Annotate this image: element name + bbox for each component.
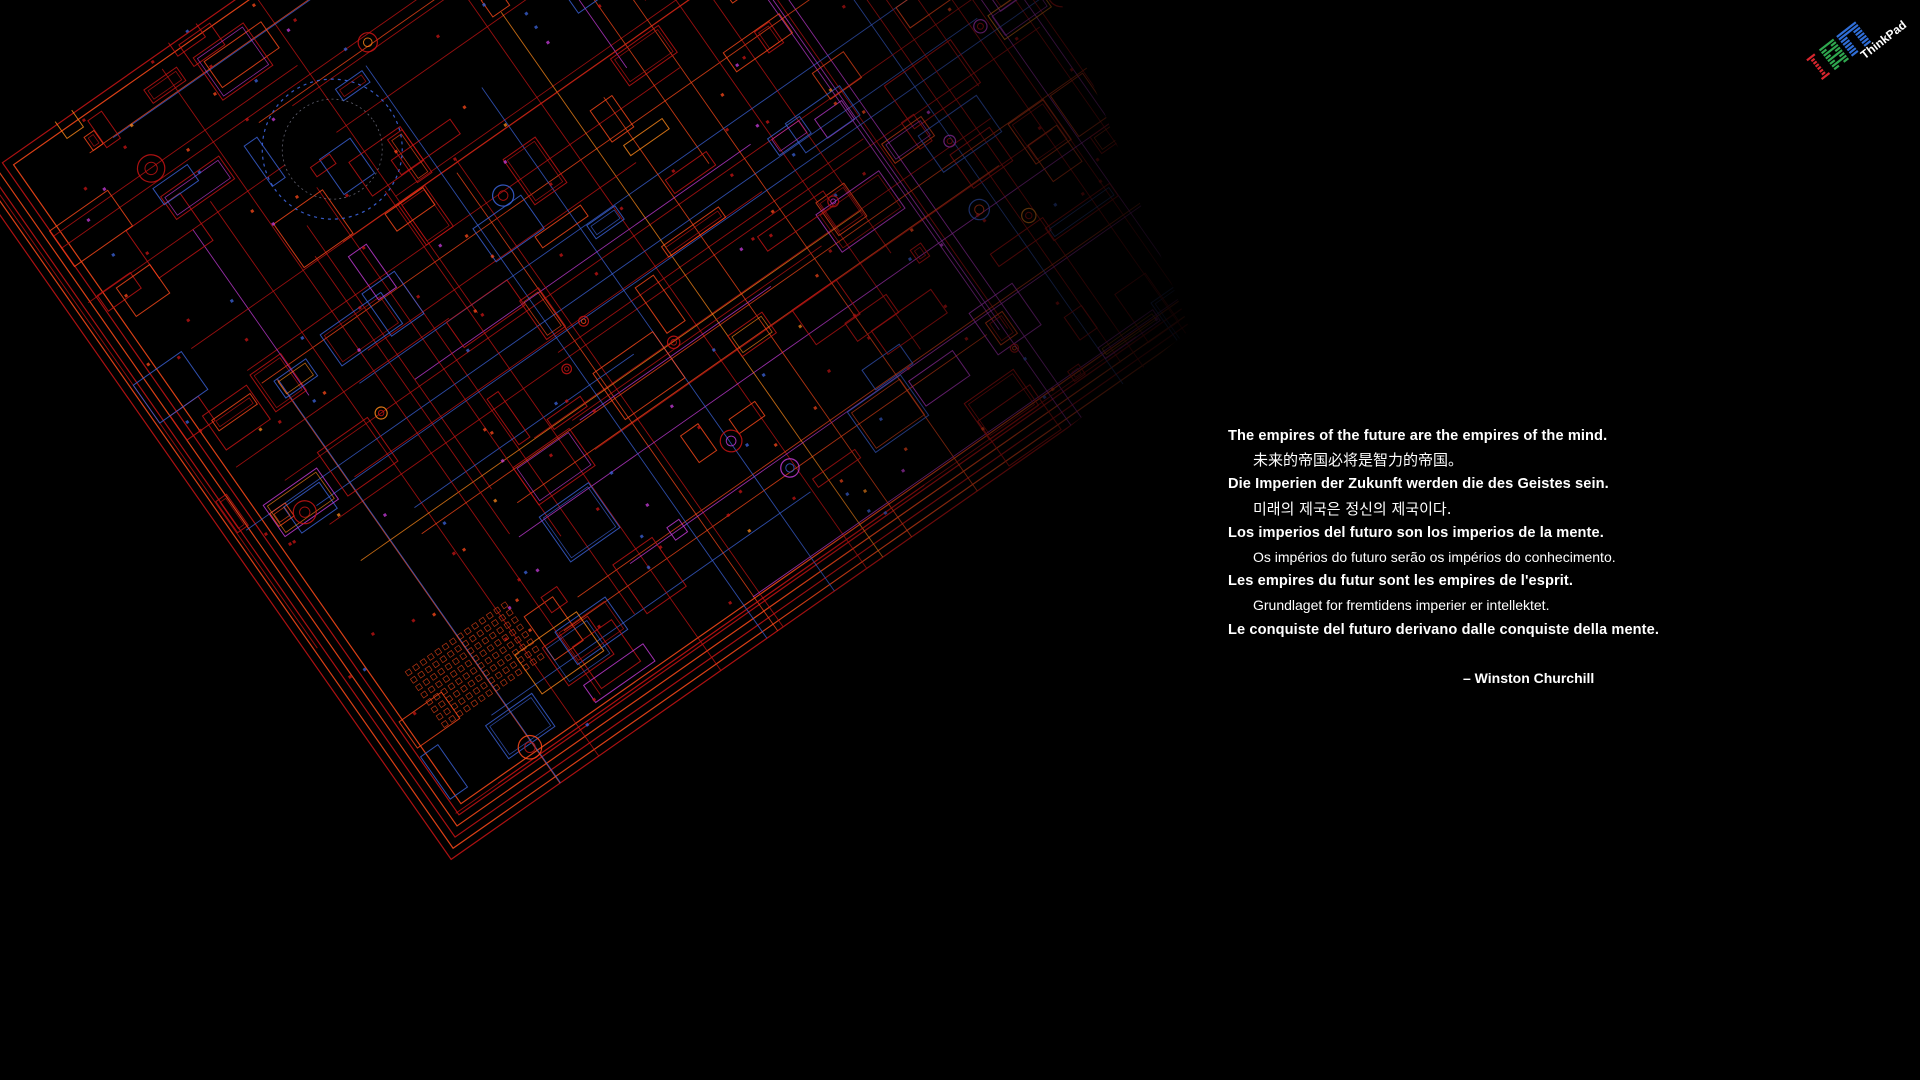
ibm-thinkpad-logo: ThinkPad	[1798, 16, 1909, 92]
quote-line: 미래의 제국은 정신의 제국이다.	[1253, 499, 1452, 518]
quote-line: Grundlaget for fremtidens imperier er in…	[1253, 597, 1550, 614]
quote-line: Die Imperien der Zukunft werden die des …	[1228, 476, 1609, 493]
quote-line: Los imperios del futuro son los imperios…	[1228, 524, 1604, 541]
quote-line: 未来的帝国必将是智力的帝国。	[1253, 451, 1464, 470]
quote-line: Le conquiste del futuro derivano dalle c…	[1228, 621, 1660, 638]
quote-line: Os impérios do futuro serão os impérios …	[1253, 548, 1616, 565]
quote-line: The empires of the future are the empire…	[1228, 428, 1608, 444]
churchill-quote: The empires of the future are the empire…	[1228, 424, 1848, 690]
ibm-logo-icon	[1806, 21, 1872, 81]
quote-attribution: – Winston Churchill	[1463, 669, 1595, 686]
quote-line: Les empires du futur sont les empires de…	[1228, 573, 1574, 590]
